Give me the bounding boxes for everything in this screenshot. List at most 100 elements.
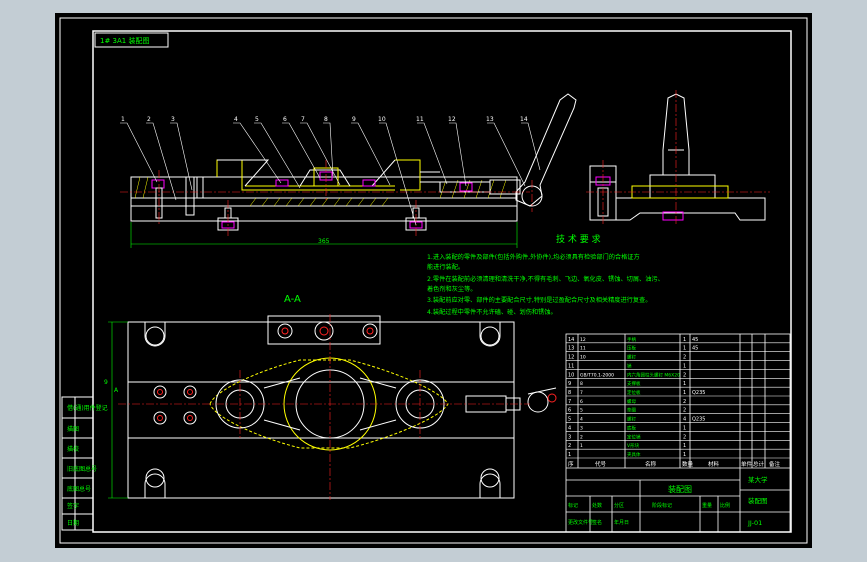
- bom-header-cell: 备注: [769, 460, 781, 468]
- bom-cell: Q235: [692, 390, 705, 396]
- bom-cell: 2: [683, 408, 686, 414]
- left-col-label: 描校: [67, 445, 79, 453]
- bom-cell: 5: [568, 417, 571, 423]
- tech-requirements-heading: 技 术 要 求: [556, 233, 601, 245]
- bom-cell: 螺钉: [627, 416, 636, 423]
- sign-label: 处数: [592, 502, 602, 509]
- bom-cell: 3: [568, 434, 571, 440]
- bom-cell: 内六角圆柱头螺钉 M6X20: [627, 371, 680, 378]
- left-column-labels: 借(通)用件登记 描图 描校 旧底图总号 底图总号 签字 日期: [67, 404, 108, 527]
- left-col-label: 借(通)用件登记: [67, 404, 108, 412]
- balloon-number: 14: [520, 116, 528, 123]
- title-block-text: 装配图 某大学 装配图 JJ-01 标记 处数 分区 更改文件号 签名 年月日 …: [568, 475, 768, 527]
- tech-requirement-line: 2.零件在装配前必须清理和清洗干净,不得有毛刺、飞边、氧化皮、锈蚀、切屑、油污、: [427, 275, 664, 283]
- balloon-number: 13: [486, 116, 494, 123]
- stage-label: 阶段标记: [652, 502, 672, 509]
- tech-requirement-line: 4.装配过程中零件不允许磕、碰、划伤和锈蚀。: [427, 308, 557, 316]
- bom-cell: 支撑板: [627, 380, 641, 387]
- bom-cell: 8: [580, 381, 583, 387]
- bom-cell: 1: [683, 425, 686, 431]
- left-col-label: 签字: [67, 502, 79, 510]
- tech-requirement-line: 1.进入装配的零件及部件(包括外购件,外协件),均必须具有检验部门的合格证方: [427, 253, 640, 261]
- drawing-type: 装配图: [748, 496, 768, 505]
- drawing-name: 装配图: [668, 484, 692, 494]
- bom-header-cell: 总计: [753, 460, 765, 468]
- section-label: A-A: [284, 294, 301, 305]
- balloon-number: 9: [352, 116, 356, 123]
- bom-cell: 螺钉: [627, 354, 636, 361]
- balloon-number: 11: [416, 116, 424, 123]
- inner-frame: [92, 30, 792, 533]
- bom-header-cell: 单件: [741, 460, 753, 468]
- left-col-label: 旧底图总号: [67, 465, 97, 473]
- bom-cell: 1: [683, 337, 686, 343]
- bom-cell: 1: [683, 452, 686, 458]
- bom-cell: 3: [580, 425, 583, 431]
- tech-requirements: 技 术 要 求 1.进入装配的零件及部件(包括外购件,外协件),均必须具有检验部…: [427, 233, 664, 316]
- balloon-number: 1: [121, 116, 125, 123]
- balloon-number: 12: [448, 116, 456, 123]
- tech-requirement-line: 着色剂和灰尘等。: [427, 285, 477, 293]
- bom-header-cell: 数量: [682, 460, 694, 468]
- bom-cell: 45: [692, 337, 698, 343]
- title-stamp-text: 1# 3A1 装配图: [100, 36, 149, 45]
- bom-header-cell: 代号: [595, 460, 607, 468]
- bom-cell: 2: [683, 399, 686, 405]
- outer-frame: [59, 17, 808, 544]
- balloon-number: 8: [324, 116, 328, 123]
- bom-cell: 1: [683, 390, 686, 396]
- bom-cell: 10: [580, 355, 586, 361]
- bom-header-cell: 序: [568, 460, 574, 468]
- balloon-number: 6: [283, 116, 287, 123]
- left-col-label: 底图总号: [67, 485, 91, 493]
- drawing-sheet: [55, 13, 812, 548]
- overall-dimension: [130, 222, 518, 248]
- bom-cell: 2: [568, 443, 571, 449]
- balloon-number: 2: [147, 116, 151, 123]
- bom-cell: 6: [580, 399, 583, 405]
- tech-requirement-line: 3.装配前应对零、部件的主要配合尺寸,特别是过盈配合尺寸及相关精度进行复查。: [427, 296, 651, 304]
- bom-cell: 5: [580, 408, 583, 414]
- bom-header-cell: 材料: [708, 460, 720, 468]
- bom-cell: 9: [568, 381, 571, 387]
- sign-label: 标记: [568, 502, 578, 509]
- bom-cell: Q235: [692, 417, 705, 423]
- bom-cell: 定位销: [627, 433, 641, 440]
- left-col-label: 日期: [67, 519, 79, 527]
- tech-requirement-line: 能进行装配。: [427, 263, 464, 271]
- bom-cell: 11: [568, 363, 574, 369]
- bom-cell: 1: [683, 381, 686, 387]
- balloon-leaders: [120, 122, 541, 226]
- bom-cell: 定位板: [627, 389, 641, 396]
- bom-cell: 销: [627, 362, 632, 369]
- bom-cell: 1: [683, 346, 686, 352]
- bom-cell: 45: [692, 346, 698, 352]
- bom-cell: V形块: [627, 442, 640, 449]
- section-view: [108, 314, 557, 500]
- bom-cell: 螺母: [627, 398, 636, 405]
- school-name: 某大学: [748, 475, 768, 484]
- sign-label: 更改文件号: [568, 519, 593, 526]
- balloon-number: 4: [234, 116, 238, 123]
- bom-cell: 4: [568, 425, 571, 431]
- bom-cell: 11: [580, 346, 586, 352]
- bom-cell: 12: [568, 355, 574, 361]
- balloon-number: 10: [378, 116, 386, 123]
- balloon-number: 3: [171, 116, 175, 123]
- bom-cell: 手柄: [627, 336, 636, 343]
- bom-cell: 14: [568, 337, 574, 343]
- bom-cell: 7: [568, 399, 571, 405]
- left-col-label: 描图: [67, 425, 79, 433]
- drawing-number: JJ-01: [747, 519, 762, 527]
- bom-cell: 6: [568, 408, 571, 414]
- bom-cell: 垫圈: [627, 407, 636, 414]
- side-view: [586, 90, 770, 225]
- bom-cell: 底板: [627, 424, 636, 431]
- section-side-label: A: [114, 387, 119, 394]
- bom-cell: 1: [568, 452, 571, 458]
- bom-cell: 4: [580, 417, 583, 423]
- balloon-numbers: 1 2 3 4 5 6 7 8 9 10 11 12 13 14: [121, 116, 528, 123]
- sign-label: 分区: [614, 502, 624, 509]
